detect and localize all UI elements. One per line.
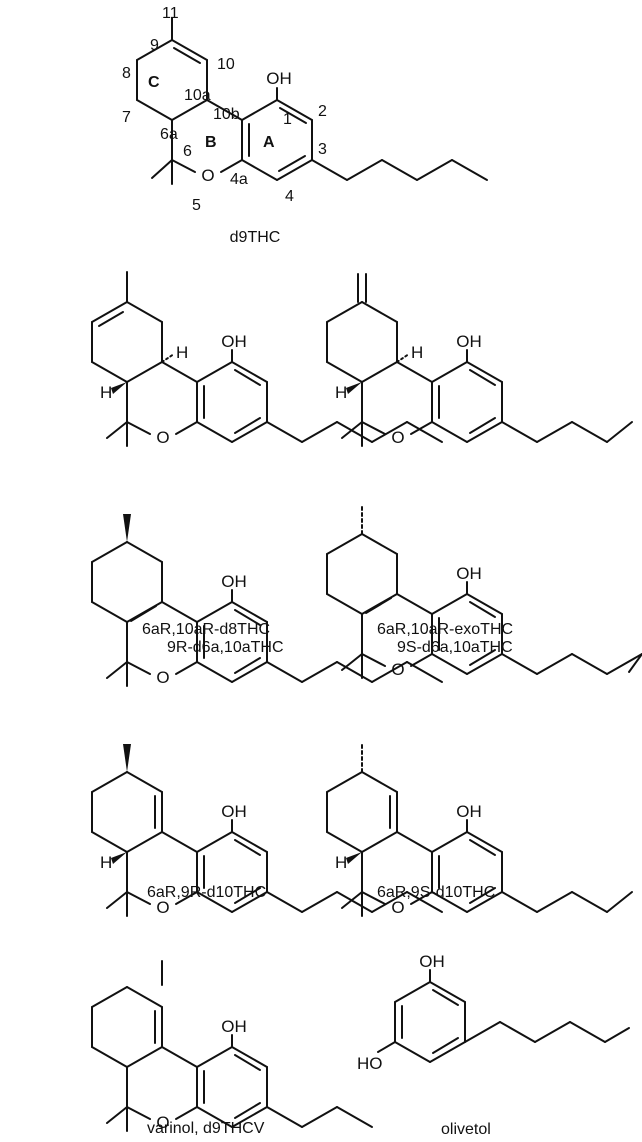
9r-d10thc-h-wedge <box>111 852 127 864</box>
9r-d10thc-o-label: O <box>156 898 169 917</box>
exothc-o-label: O <box>391 428 404 447</box>
molecule-d8thc: OH O H H 6aR,10aR-d8THC <box>91 271 443 638</box>
molecule-exothc: OH O H H 6aR,10aR-exoTHC <box>326 273 633 638</box>
9r-d6a10athc-wedge-bond <box>123 514 131 542</box>
d9thc-label-8: 8 <box>122 65 131 82</box>
9s-d10thc-o-label: O <box>391 898 404 917</box>
9s-d6a10athc-o-label: O <box>391 660 404 679</box>
d8thc-oh-label: OH <box>221 332 247 351</box>
caption-exothc: 6aR,10aR-exoTHC <box>377 621 513 638</box>
exothc-h-label-6a: H <box>335 383 347 402</box>
9r-d10thc-oh-label: OH <box>221 802 247 821</box>
9r-d10thc-skeleton <box>91 771 443 917</box>
ring-label-b: B <box>205 134 217 151</box>
9s-d10thc-h-label: H <box>335 853 347 872</box>
9r-d6a10athc-oh-label: OH <box>221 572 247 591</box>
varinol-oh-label: OH <box>221 1017 247 1036</box>
d9thc-label-11: 11 <box>162 5 179 22</box>
9r-d10thc-h-label: H <box>100 853 112 872</box>
9s-d10thc-h-wedge <box>346 852 362 864</box>
molecule-varinol: OH O varinol, d9THCV <box>91 960 373 1137</box>
d8thc-h-label-6a: H <box>100 383 112 402</box>
caption-varinol: varinol, d9THCV <box>147 1120 265 1137</box>
exothc-wedge-bond <box>346 382 362 394</box>
caption-olivetol: olivetol <box>441 1121 491 1138</box>
caption-d8thc: 6aR,10aR-d8THC <box>142 621 270 638</box>
d9thc-label-5: 5 <box>192 197 201 214</box>
caption-9s-d10thc: 6aR,9S-d10THC <box>377 884 495 901</box>
olivetol-ho-label: HO <box>357 1054 383 1073</box>
9r-d6a10athc-o-label: O <box>156 668 169 687</box>
caption-9r-d10thc: 6aR,9R-d10THC <box>147 884 266 901</box>
d9thc-label-10b: 10b <box>213 106 240 123</box>
d9thc-label-9: 9 <box>150 37 159 54</box>
9r-d10thc-wedge-bond <box>123 744 131 772</box>
ring-label-c: C <box>148 74 160 91</box>
9s-d6a10athc-oh-label: OH <box>456 564 482 583</box>
d9thc-skeleton <box>136 17 488 185</box>
caption-9r-d6a10athc: 9R-d6a,10aTHC <box>167 639 284 656</box>
molecule-d9thc: OH O 1 2 3 4 4a 5 6 6a 7 8 9 10 10a 10b … <box>122 5 488 246</box>
molecule-9r-d6a10athc: OH O 9R-d6a,10aTHC <box>91 514 443 687</box>
9s-d10thc-oh-label: OH <box>456 802 482 821</box>
molecule-olivetol: OH HO olivetol <box>357 952 630 1138</box>
molecule-9s-d6a10athc: OH O 9S-d6a,10aTHC <box>326 505 642 679</box>
d9thc-label-1: 1 <box>283 111 292 128</box>
d8thc-h-label-10a: H <box>176 343 188 362</box>
d8thc-o-label: O <box>156 428 169 447</box>
olivetol-skeleton <box>377 969 630 1063</box>
d9thc-label-6a: 6a <box>160 126 178 143</box>
d8thc-skeleton <box>91 271 443 447</box>
d8thc-wedge-bond <box>111 382 127 394</box>
exothc-h-label-10a: H <box>411 343 423 362</box>
d9thc-label-2: 2 <box>318 103 327 120</box>
d9thc-label-4: 4 <box>285 188 294 205</box>
caption-9s-d6a10athc: 9S-d6a,10aTHC <box>397 639 513 656</box>
molecule-9s-d10thc: OH O H 6aR,9S-d10THC <box>326 743 633 917</box>
ring-label-a: A <box>263 134 275 151</box>
d9thc-label-6: 6 <box>183 143 192 160</box>
olivetol-oh-label: OH <box>419 952 445 971</box>
d9thc-label-3: 3 <box>318 141 327 158</box>
varinol-o-label: O <box>156 1113 169 1132</box>
molecule-9r-d10thc: OH O H 6aR,9R-d10THC <box>91 744 443 917</box>
d9thc-label-4a: 4a <box>230 171 248 188</box>
d9thc-label-7: 7 <box>122 109 131 126</box>
d9thc-label-10: 10 <box>217 56 235 73</box>
d9thc-label-10a: 10a <box>184 87 211 104</box>
varinol-skeleton <box>91 960 373 1132</box>
exothc-oh-label: OH <box>456 332 482 351</box>
9r-d6a10athc-skeleton <box>91 541 443 687</box>
9s-d6a10athc-skeleton <box>326 505 642 679</box>
exothc-skeleton <box>326 273 633 447</box>
caption-d9thc: d9THC <box>230 229 281 246</box>
d9thc-oh-label: OH <box>266 69 292 88</box>
9s-d10thc-skeleton <box>326 743 633 917</box>
d9thc-o-label: O <box>201 166 214 185</box>
